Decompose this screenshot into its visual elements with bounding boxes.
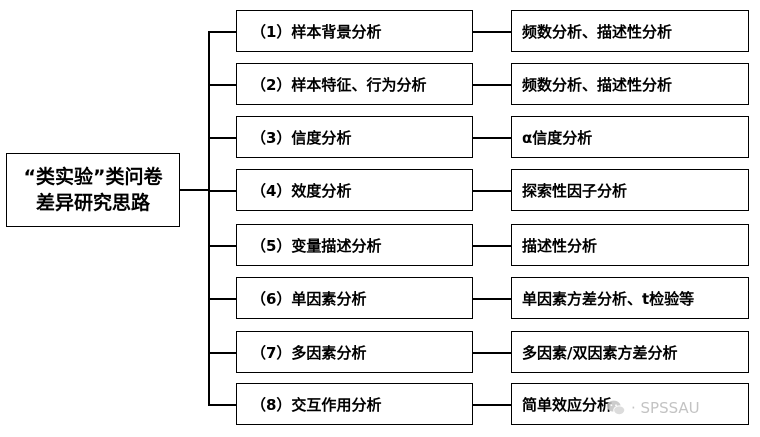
branch-line-6 bbox=[208, 298, 236, 300]
step-label-7: （7）多因素分析 bbox=[251, 343, 367, 362]
method-label-5: 描述性分析 bbox=[522, 236, 598, 255]
pair-line-8 bbox=[473, 404, 511, 406]
step-box-1: （1）样本背景分析 bbox=[236, 10, 473, 52]
step-box-2: （2）样本特征、行为分析 bbox=[236, 63, 473, 105]
method-box-2: 频数分析、描述性分析 bbox=[511, 63, 749, 105]
step-box-3: （3）信度分析 bbox=[236, 116, 473, 158]
step-label-8: （8）交互作用分析 bbox=[251, 395, 382, 414]
step-label-2: （2）样本特征、行为分析 bbox=[251, 75, 427, 94]
pair-line-3 bbox=[473, 137, 511, 139]
step-box-4: （4）效度分析 bbox=[236, 169, 473, 211]
root-connector bbox=[180, 189, 209, 191]
step-box-8: （8）交互作用分析 bbox=[236, 383, 473, 425]
method-box-5: 描述性分析 bbox=[511, 224, 749, 266]
branch-line-8 bbox=[208, 404, 236, 406]
root-title-line1: “类实验”类问卷 bbox=[23, 166, 163, 188]
method-label-6: 单因素方差分析、t检验等 bbox=[522, 289, 695, 308]
method-label-1: 频数分析、描述性分析 bbox=[522, 22, 673, 41]
step-label-6: （6）单因素分析 bbox=[251, 289, 367, 308]
root-title-line2: 差异研究思路 bbox=[35, 192, 150, 214]
method-box-4: 探索性因子分析 bbox=[511, 169, 749, 211]
step-box-7: （7）多因素分析 bbox=[236, 331, 473, 373]
pair-line-5 bbox=[473, 245, 511, 247]
method-box-8: 简单效应分析 bbox=[511, 383, 749, 425]
step-label-3: （3）信度分析 bbox=[251, 128, 352, 147]
branch-line-1 bbox=[208, 31, 236, 33]
pair-line-6 bbox=[473, 298, 511, 300]
method-box-1: 频数分析、描述性分析 bbox=[511, 10, 749, 52]
watermark-text: · SPSSAU bbox=[631, 399, 700, 417]
method-label-8: 简单效应分析 bbox=[522, 395, 613, 414]
step-label-1: （1）样本背景分析 bbox=[251, 22, 382, 41]
method-box-6: 单因素方差分析、t检验等 bbox=[511, 277, 749, 319]
step-label-4: （4）效度分析 bbox=[251, 181, 352, 200]
step-label-5: （5）变量描述分析 bbox=[251, 236, 382, 255]
wechat-icon bbox=[606, 400, 626, 416]
method-label-3: α信度分析 bbox=[522, 128, 593, 147]
branch-line-4 bbox=[208, 190, 236, 192]
pair-line-4 bbox=[473, 190, 511, 192]
branch-line-7 bbox=[208, 352, 236, 354]
branch-line-2 bbox=[208, 84, 236, 86]
root-box: “类实验”类问卷 差异研究思路 bbox=[6, 153, 180, 227]
method-label-2: 频数分析、描述性分析 bbox=[522, 75, 673, 94]
method-box-7: 多因素/双因素方差分析 bbox=[511, 331, 749, 373]
method-label-4: 探索性因子分析 bbox=[522, 181, 628, 200]
method-label-7: 多因素/双因素方差分析 bbox=[522, 343, 678, 362]
step-box-5: （5）变量描述分析 bbox=[236, 224, 473, 266]
trunk-line bbox=[208, 31, 210, 405]
step-box-6: （6）单因素分析 bbox=[236, 277, 473, 319]
pair-line-2 bbox=[473, 84, 511, 86]
pair-line-1 bbox=[473, 31, 511, 33]
branch-line-5 bbox=[208, 245, 236, 247]
branch-line-3 bbox=[208, 137, 236, 139]
pair-line-7 bbox=[473, 352, 511, 354]
watermark: · SPSSAU bbox=[605, 396, 700, 420]
method-box-3: α信度分析 bbox=[511, 116, 749, 158]
